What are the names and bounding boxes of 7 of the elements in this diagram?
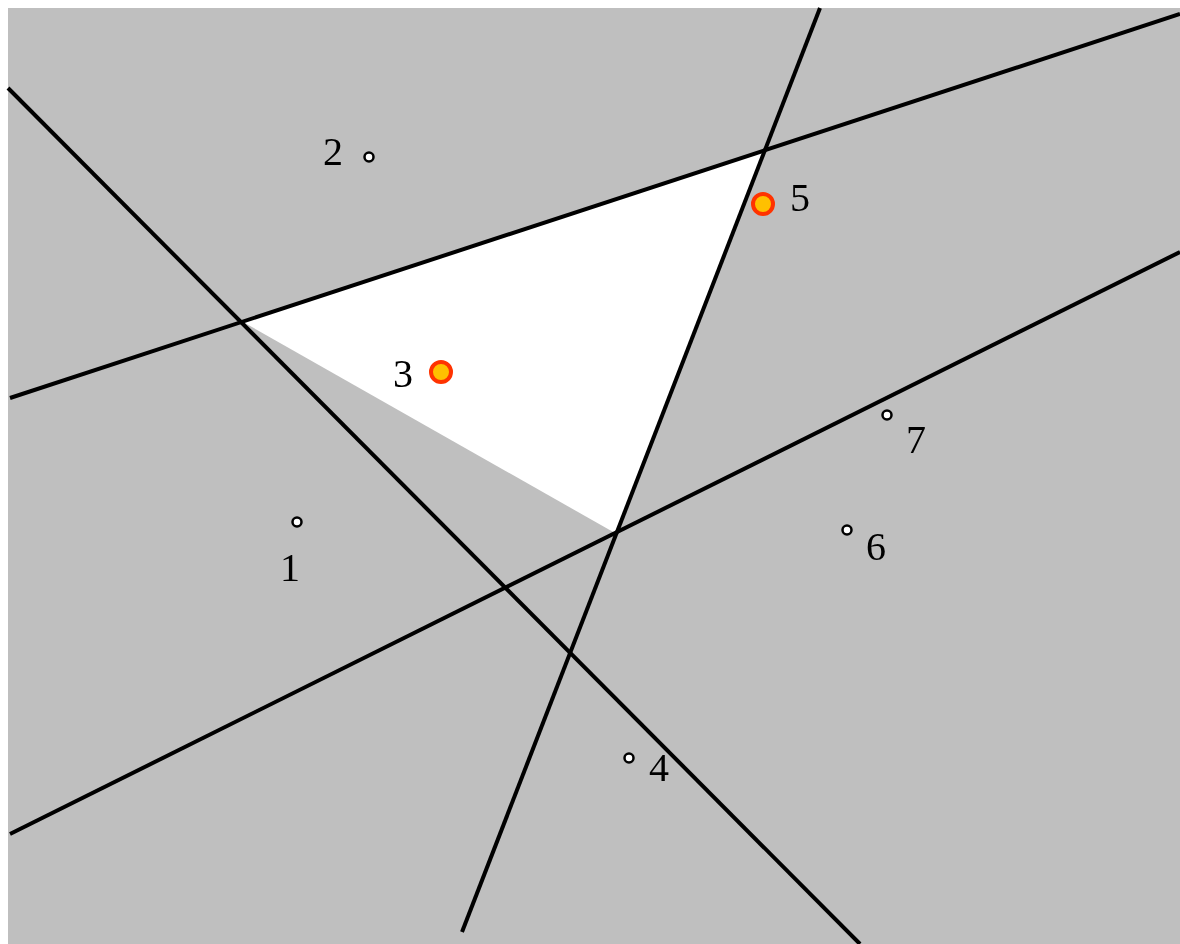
point-label: 2 (323, 132, 343, 172)
point-label: 5 (790, 178, 810, 218)
point-label: 4 (649, 748, 669, 788)
point-label: 7 (906, 420, 926, 460)
point-label: 1 (280, 548, 300, 588)
point-label: 3 (393, 354, 413, 394)
point-label: 6 (866, 527, 886, 567)
